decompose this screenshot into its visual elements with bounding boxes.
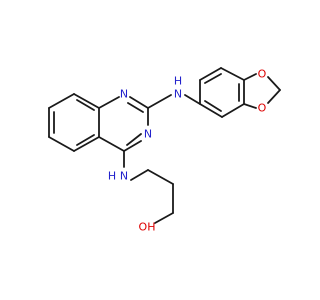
bond bbox=[98, 136, 125, 152]
bond-double bbox=[76, 99, 95, 111]
bond bbox=[243, 73, 257, 81]
atom-n1: N bbox=[120, 88, 128, 101]
bond-double bbox=[127, 102, 144, 113]
bond-double bbox=[204, 100, 222, 112]
bond bbox=[199, 67, 222, 81]
bond bbox=[48, 136, 75, 152]
atom-labels: N N N H N H O O OH bbox=[108, 68, 267, 234]
bond bbox=[98, 96, 120, 109]
bond bbox=[199, 103, 223, 118]
bond-double bbox=[76, 134, 95, 146]
bond-double bbox=[204, 73, 222, 84]
bond bbox=[243, 103, 257, 109]
bond bbox=[221, 103, 245, 118]
bonds bbox=[48, 67, 281, 224]
atom-nh-benzyl-n: N bbox=[174, 88, 182, 101]
bond bbox=[267, 89, 281, 104]
atom-oh: OH bbox=[139, 221, 156, 234]
bond bbox=[123, 140, 142, 152]
bond bbox=[147, 169, 174, 185]
molecule-structure: N N N H N H O O OH bbox=[48, 67, 281, 234]
bond bbox=[184, 94, 201, 105]
bond bbox=[267, 76, 281, 91]
atom-o2: O bbox=[258, 102, 267, 115]
atom-nh-benzyl-h: H bbox=[174, 75, 182, 88]
atom-nh-benzyl: N H bbox=[174, 75, 182, 101]
bond bbox=[130, 169, 149, 181]
atom-nh-propyl-n: N bbox=[120, 170, 128, 183]
bond bbox=[48, 93, 75, 109]
bond-double bbox=[126, 133, 142, 146]
bond bbox=[73, 93, 100, 109]
bond bbox=[129, 96, 149, 109]
bond bbox=[154, 212, 174, 224]
atom-nh-propyl-h: H bbox=[108, 170, 116, 183]
atom-o1: O bbox=[258, 68, 267, 81]
atom-n3: N bbox=[144, 128, 152, 141]
bond bbox=[147, 94, 172, 109]
bond bbox=[73, 136, 100, 152]
bond bbox=[220, 67, 245, 81]
atom-nh-propyl: N H bbox=[108, 170, 128, 183]
